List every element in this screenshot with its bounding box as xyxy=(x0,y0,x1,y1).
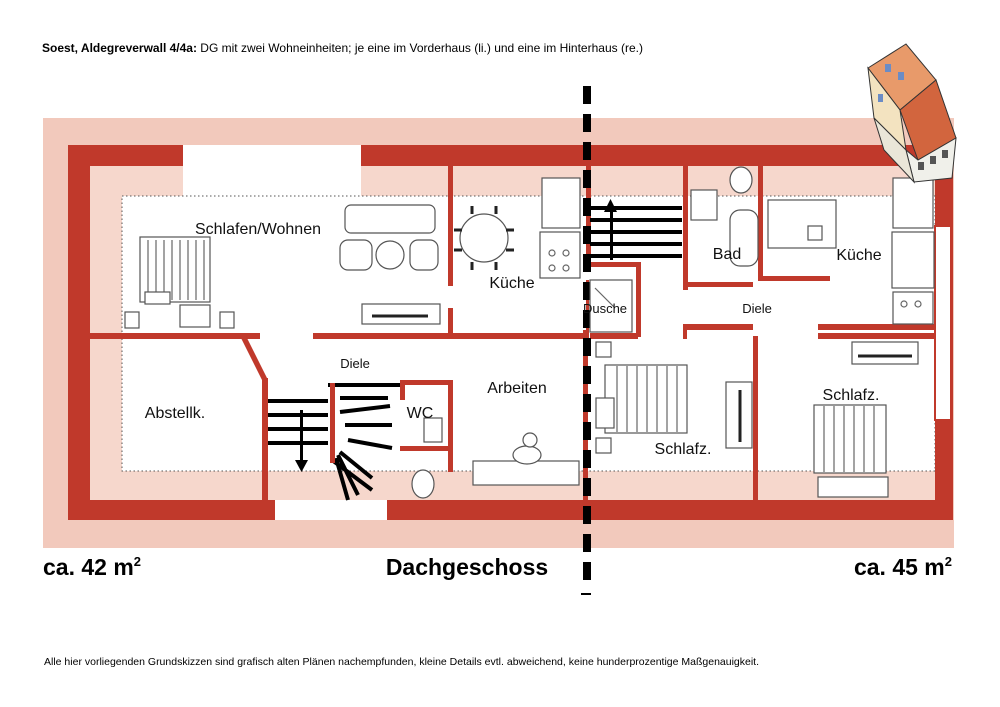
room-label-diele-left: Diele xyxy=(340,356,370,371)
light-well xyxy=(183,145,361,167)
room-label-bad: Bad xyxy=(713,246,741,263)
bottom-opening xyxy=(275,500,387,520)
room-label-abstellk: Abstellk. xyxy=(145,405,205,422)
header-address: Soest, Aldegreverwall 4/4a: xyxy=(42,41,197,55)
area-label-right: ca. 45 m2 xyxy=(854,554,952,580)
header-caption: Soest, Aldegreverwall 4/4a: DG mit zwei … xyxy=(42,41,643,55)
room-label-wc: WC xyxy=(407,405,434,422)
header-description: DG mit zwei Wohneinheiten; je eine im Vo… xyxy=(196,41,643,55)
house-thumbnail-icon xyxy=(867,43,957,184)
room-label-arbeiten: Arbeiten xyxy=(487,380,547,397)
room-label-dusche: Dusche xyxy=(583,301,627,316)
room-label-schlafen-wohnen: Schlafen/Wohnen xyxy=(195,221,321,238)
footer-disclaimer: Alle hier vorliegenden Grundskizzen sind… xyxy=(44,656,760,668)
house-divider xyxy=(581,86,591,595)
floor-title: Dachgeschoss xyxy=(386,554,548,580)
area-label-left: ca. 42 m2 xyxy=(43,554,141,580)
furniture xyxy=(124,166,935,499)
area-left-sup: 2 xyxy=(134,554,141,569)
area-left-value: ca. 42 m xyxy=(43,554,134,580)
room-label-kueche-left: Küche xyxy=(489,275,534,292)
room-label-kueche-right: Küche xyxy=(836,247,881,264)
stair-right xyxy=(590,199,682,260)
area-right-sup: 2 xyxy=(945,554,952,569)
room-label-schlafz-right: Schlafz. xyxy=(823,387,880,404)
area-right-value: ca. 45 m xyxy=(854,554,945,580)
stair-left xyxy=(268,383,400,501)
room-label-schlafz-mid: Schlafz. xyxy=(655,441,712,458)
room-label-diele-right: Diele xyxy=(742,301,772,316)
